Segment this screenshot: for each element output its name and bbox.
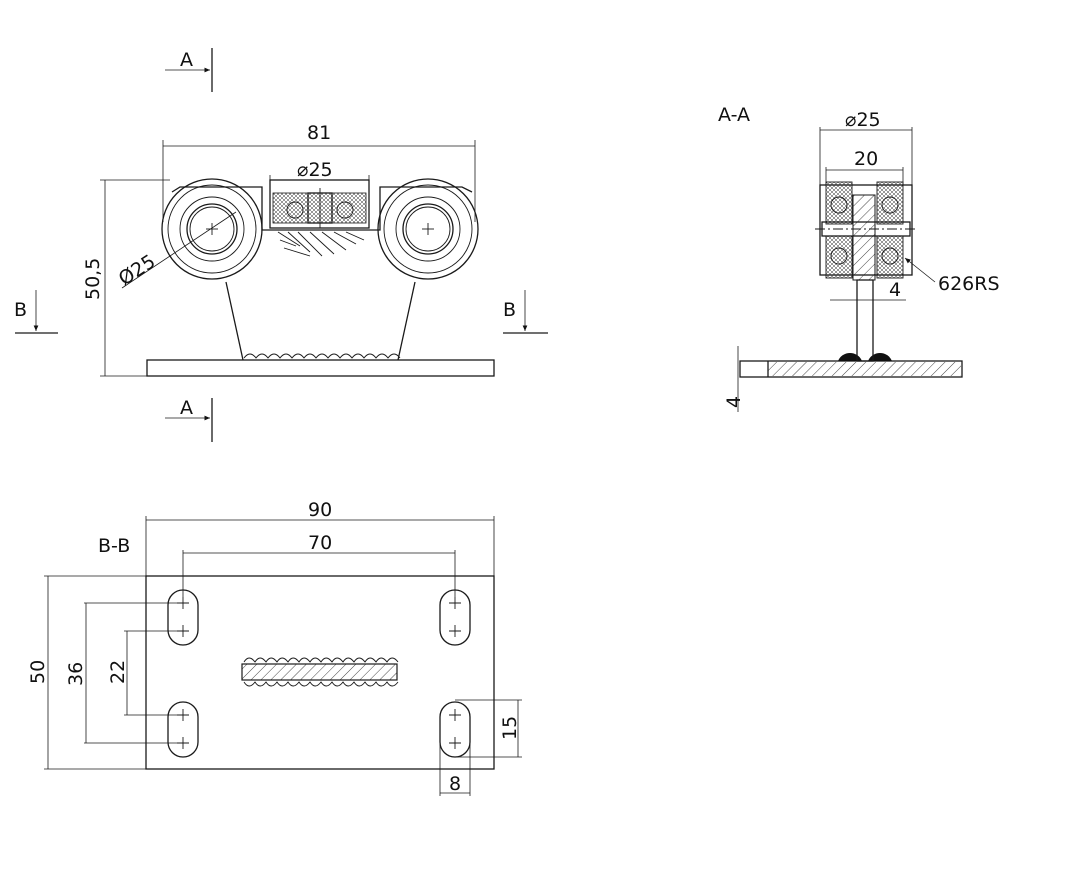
bb-dimension-value-36: 36 xyxy=(65,662,87,686)
section-letter-b-left: B xyxy=(14,299,27,321)
base-plate xyxy=(146,359,495,377)
aa-weld-right xyxy=(868,353,892,361)
bb-dimension-slot-length-15: 15 xyxy=(455,699,522,758)
support-leg xyxy=(225,281,416,361)
aa-bearing-callout: 626RS xyxy=(904,257,1000,295)
dimension-value-bearing-dia: ⌀25 xyxy=(297,159,333,181)
bb-dimension-value-22: 22 xyxy=(107,660,129,684)
aa-dimension-axle-4: 4 xyxy=(830,279,906,301)
bb-dimension-value-50: 50 xyxy=(27,660,49,684)
bb-dimension-height-50: 50 xyxy=(27,575,146,770)
section-letter-a-bottom: A xyxy=(180,397,193,419)
section-letter-a-top: A xyxy=(180,49,193,71)
bb-dimension-value-90: 90 xyxy=(308,499,332,521)
section-marker-a-top: A xyxy=(165,48,213,92)
aa-dimension-outer-diameter: ⌀25 xyxy=(819,109,913,190)
aa-dimension-plate-4: 4 xyxy=(723,346,745,412)
aa-dimension-value-plate: 4 xyxy=(723,396,745,408)
bb-dimension-spacing-22: 22 xyxy=(107,630,177,716)
section-bb-view: B-B 90 xyxy=(27,499,522,796)
section-letter-b-right: B xyxy=(503,299,516,321)
aa-stem xyxy=(856,279,874,362)
aa-dimension-value-20: 20 xyxy=(854,148,878,170)
section-aa-title: A-A xyxy=(718,104,750,126)
dimension-height-50-5: 50,5 xyxy=(82,179,170,377)
dimension-value-50-5: 50,5 xyxy=(82,258,104,300)
aa-dimension-value-25: ⌀25 xyxy=(845,109,881,131)
bb-dimension-value-8: 8 xyxy=(449,773,461,795)
bb-dimension-spacing-36: 36 xyxy=(65,602,177,744)
center-bearing xyxy=(272,192,367,224)
aa-dimension-value-axle: 4 xyxy=(889,279,901,301)
bb-dimension-spacing-70: 70 xyxy=(182,532,456,597)
bb-slot-bottom-right xyxy=(439,701,471,758)
roller-left xyxy=(161,178,263,280)
aa-dimension-width-20: 20 xyxy=(825,148,904,185)
bb-slot-bottom-left xyxy=(167,701,199,758)
bb-plate xyxy=(145,575,495,770)
bb-dimension-value-15: 15 xyxy=(499,716,521,740)
bracket-outline xyxy=(171,186,473,231)
aa-weld-left xyxy=(838,353,862,361)
dimension-bearing-diameter: ⌀25 xyxy=(269,159,370,192)
thread-hatching xyxy=(277,231,365,257)
section-marker-a-bottom: A xyxy=(165,397,213,442)
bb-dimension-value-70: 70 xyxy=(308,532,332,554)
dimension-width-81: 81 xyxy=(162,122,476,222)
aa-bearing-label: 626RS xyxy=(938,273,1000,295)
weld-bead xyxy=(243,353,401,359)
bb-slot-top-left xyxy=(167,589,199,646)
section-marker-b-left: B xyxy=(14,290,58,334)
dimension-value-81: 81 xyxy=(307,122,331,144)
bb-stem-section xyxy=(241,657,399,687)
section-marker-b-right: B xyxy=(503,290,548,334)
front-view: A A B B xyxy=(14,48,548,442)
roller-right xyxy=(377,178,479,280)
section-aa-view: A-A ⌀25 2 xyxy=(718,104,1000,412)
bb-slot-top-right xyxy=(439,589,471,646)
bb-dimension-slot-width-8: 8 xyxy=(439,740,471,796)
dimension-value-roller-dia: Ø25 xyxy=(115,250,160,290)
bb-dimension-width-90: 90 xyxy=(145,499,495,576)
section-bb-title: B-B xyxy=(98,535,130,557)
